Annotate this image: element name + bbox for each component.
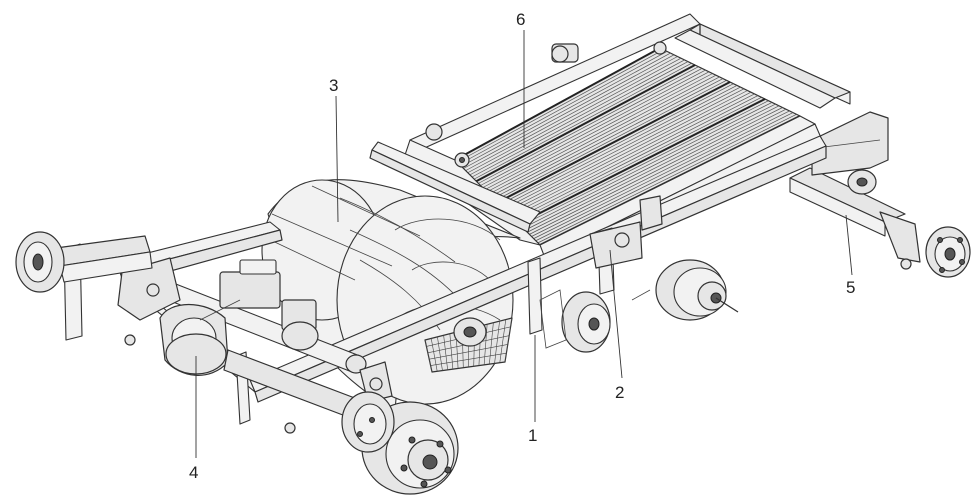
front-axle [15, 231, 459, 495]
callout-2: 2 [615, 383, 625, 402]
rear-axle [789, 111, 971, 278]
callout-5: 5 [846, 278, 856, 297]
leader-lines [195, 30, 853, 458]
callout-3: 3 [329, 76, 339, 95]
cleaning-drum [261, 179, 521, 411]
conveyor-rollers [454, 47, 801, 246]
drive-pulleys [539, 259, 739, 353]
callout-4: 4 [189, 463, 199, 482]
callout-1: 1 [528, 426, 538, 445]
leader-2 [609, 249, 623, 379]
leader-3 [335, 95, 339, 223]
main-frame [63, 135, 827, 425]
callout-6: 6 [516, 10, 526, 29]
leader-5 [845, 214, 853, 276]
